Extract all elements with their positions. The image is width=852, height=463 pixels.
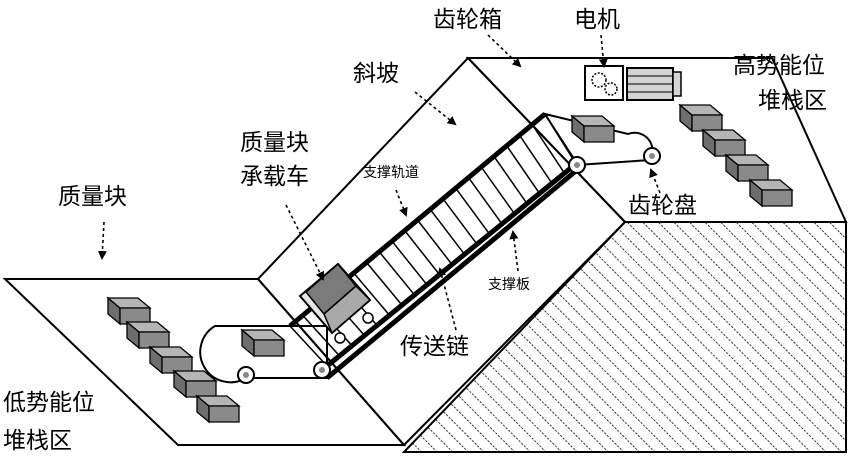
arrow-motor bbox=[598, 34, 608, 68]
label-support-plate: 支撑板 bbox=[488, 277, 530, 293]
track-rung bbox=[302, 314, 341, 357]
mass-block bbox=[125, 320, 171, 350]
mass-block bbox=[570, 114, 616, 144]
label-low-stack-2: 堆栈区 bbox=[3, 428, 72, 454]
slope-face bbox=[256, 56, 627, 447]
track-rung bbox=[506, 145, 541, 194]
track-rung bbox=[467, 177, 503, 225]
track-rung bbox=[353, 272, 391, 316]
mass-block bbox=[701, 128, 747, 158]
arrow-carrier bbox=[285, 204, 324, 281]
label-support-track: 支撑轨道 bbox=[363, 165, 419, 181]
track-rung bbox=[518, 134, 553, 184]
label-low-stack-1: 低势能位 bbox=[3, 390, 95, 416]
label-carrier-1: 质量块 bbox=[240, 130, 309, 156]
track-rung bbox=[480, 166, 516, 215]
gear-icon bbox=[604, 82, 618, 96]
arrow-support-track bbox=[395, 189, 408, 217]
arrow-slope bbox=[414, 91, 457, 126]
idler-wheel bbox=[243, 372, 249, 378]
label-gear-disc: 齿轮盘 bbox=[628, 193, 697, 219]
mass-blocks bbox=[106, 103, 794, 424]
gear-wheel bbox=[649, 153, 655, 159]
label-gearbox: 齿轮箱 bbox=[433, 7, 502, 33]
gear-icon bbox=[591, 72, 607, 88]
arrow-gearbox bbox=[487, 34, 522, 68]
label-chain: 传送链 bbox=[400, 334, 469, 360]
motor-unit bbox=[584, 65, 682, 101]
track-rung bbox=[391, 240, 428, 286]
mass-block bbox=[148, 345, 194, 375]
support-plate-rail bbox=[325, 168, 579, 380]
track-rung bbox=[429, 208, 466, 255]
track-rung bbox=[493, 155, 528, 205]
arrow-chain bbox=[437, 267, 457, 331]
mass-block bbox=[724, 153, 770, 183]
track-rung bbox=[404, 230, 441, 276]
label-slope: 斜坡 bbox=[353, 61, 399, 87]
track-rung bbox=[416, 219, 453, 265]
track-rung bbox=[289, 325, 328, 367]
arrow-mass-block bbox=[97, 221, 107, 260]
mass-block bbox=[678, 103, 724, 133]
mass-block bbox=[106, 296, 152, 326]
track-rung bbox=[365, 261, 403, 306]
mass-block bbox=[240, 328, 286, 358]
track-rung bbox=[378, 251, 416, 296]
arrow-gear-disc bbox=[649, 168, 661, 194]
mass-block bbox=[748, 178, 794, 208]
track-rung bbox=[544, 113, 578, 164]
track-rung bbox=[531, 124, 566, 174]
mass-block bbox=[195, 394, 241, 424]
label-high-stack-1: 高势能位 bbox=[733, 53, 825, 79]
gear-wheel bbox=[574, 162, 580, 168]
idler-wheel bbox=[319, 367, 325, 373]
arrow-support-plate bbox=[509, 230, 519, 272]
label-mass-block: 质量块 bbox=[58, 184, 127, 210]
label-high-stack-2: 堆栈区 bbox=[758, 88, 827, 114]
label-carrier-2: 承载车 bbox=[240, 164, 309, 190]
track-rung bbox=[455, 187, 491, 235]
track-rung bbox=[442, 198, 478, 245]
mass-block bbox=[172, 369, 218, 399]
carrier-cart bbox=[298, 262, 374, 344]
label-motor: 电机 bbox=[574, 7, 620, 33]
